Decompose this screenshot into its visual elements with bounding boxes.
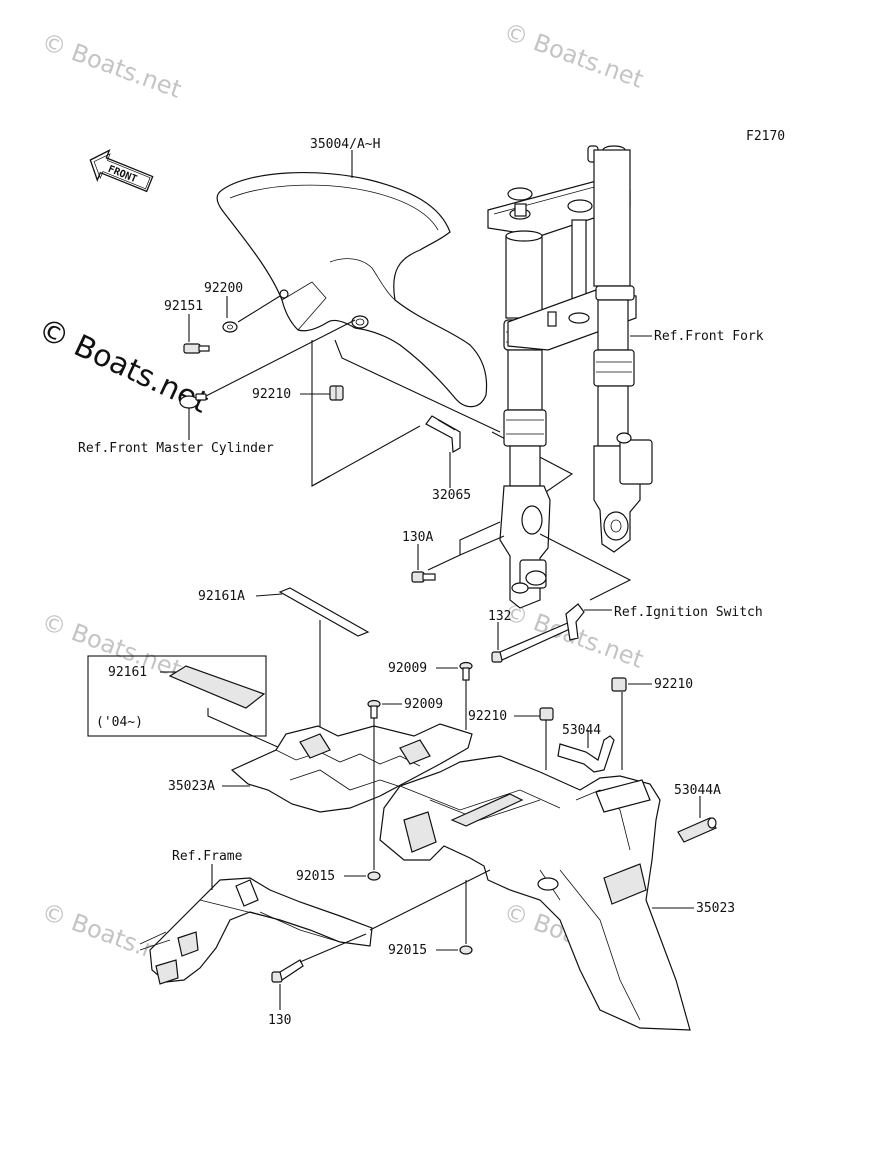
part-label-92210: 92210 (252, 387, 291, 402)
part-label-92161A: 92161A (198, 589, 245, 604)
bolt-92151 (183, 343, 210, 354)
washer-92200 (222, 321, 238, 333)
leader-line (459, 535, 505, 556)
part-label-35004: 35004/A~H (310, 137, 380, 152)
part-label-92009: 92009 (404, 697, 443, 712)
nut-92015 (459, 945, 473, 955)
clip-92210 (611, 677, 627, 692)
part-label-92151: 92151 (164, 299, 203, 314)
screw-92009 (367, 699, 381, 719)
bolt-130 (271, 959, 304, 983)
bolt-130A (411, 571, 436, 583)
assembly-line (539, 533, 632, 601)
nut-92015 (367, 871, 381, 881)
rear-fender-35023 (379, 755, 691, 1031)
hook-53044 (557, 735, 615, 773)
ref-front-fork-label: Ref.Front Fork (654, 329, 764, 344)
part-label-35023A: 35023A (168, 779, 215, 794)
part-label-92161: 92161 (108, 665, 147, 680)
clip-92210 (329, 385, 344, 401)
front-direction-arrow-icon: FRONT (89, 149, 154, 193)
rear-frame (139, 877, 373, 985)
clip-92210 (539, 707, 554, 721)
hose-clamp (179, 393, 207, 409)
grommet-53044A (677, 817, 717, 843)
watermark: © Boats.net (38, 27, 185, 103)
ref-frame-label: Ref.Frame (172, 849, 243, 864)
leader-line (255, 593, 283, 597)
year-note: ('04~) (96, 715, 143, 730)
part-label-92210: 92210 (654, 677, 693, 692)
assembly-line (369, 869, 491, 931)
undertray-35023A (230, 723, 473, 813)
assembly-line (311, 340, 421, 487)
front-fender (216, 171, 488, 408)
label-strip-92161A (278, 587, 370, 637)
part-label-32065: 32065 (432, 488, 471, 503)
part-label-130: 130 (268, 1013, 291, 1028)
part-label-130A: 130A (402, 530, 433, 545)
figure-code: F2170 (746, 129, 785, 144)
front-fork (487, 145, 653, 609)
part-label-92200: 92200 (204, 281, 243, 296)
leader-line (207, 708, 281, 749)
part-label-92210: 92210 (468, 709, 507, 724)
ignition-switch-bracket (565, 603, 585, 641)
part-label-132: 132 (488, 609, 511, 624)
leader-line (205, 319, 356, 397)
part-label-92015: 92015 (296, 869, 335, 884)
ref-ignition-switch-label: Ref.Ignition Switch (614, 605, 763, 620)
leader-line (237, 295, 281, 323)
year-variant-box: 92161 ('04~) (87, 655, 267, 737)
bracket-32065 (425, 415, 461, 453)
part-label-53044: 53044 (562, 723, 601, 738)
leader-line (299, 933, 367, 963)
screw-92009 (459, 661, 473, 681)
part-label-92009: 92009 (388, 661, 427, 676)
leader-line (427, 521, 501, 571)
ref-front-master-cylinder-label: Ref.Front Master Cylinder (78, 441, 274, 456)
part-label-92015: 92015 (388, 943, 427, 958)
part-label-53044A: 53044A (674, 783, 721, 798)
assembly-line (334, 339, 501, 433)
watermark: © Boats.net (500, 17, 647, 93)
assembly-line (311, 475, 331, 487)
part-label-35023: 35023 (696, 901, 735, 916)
